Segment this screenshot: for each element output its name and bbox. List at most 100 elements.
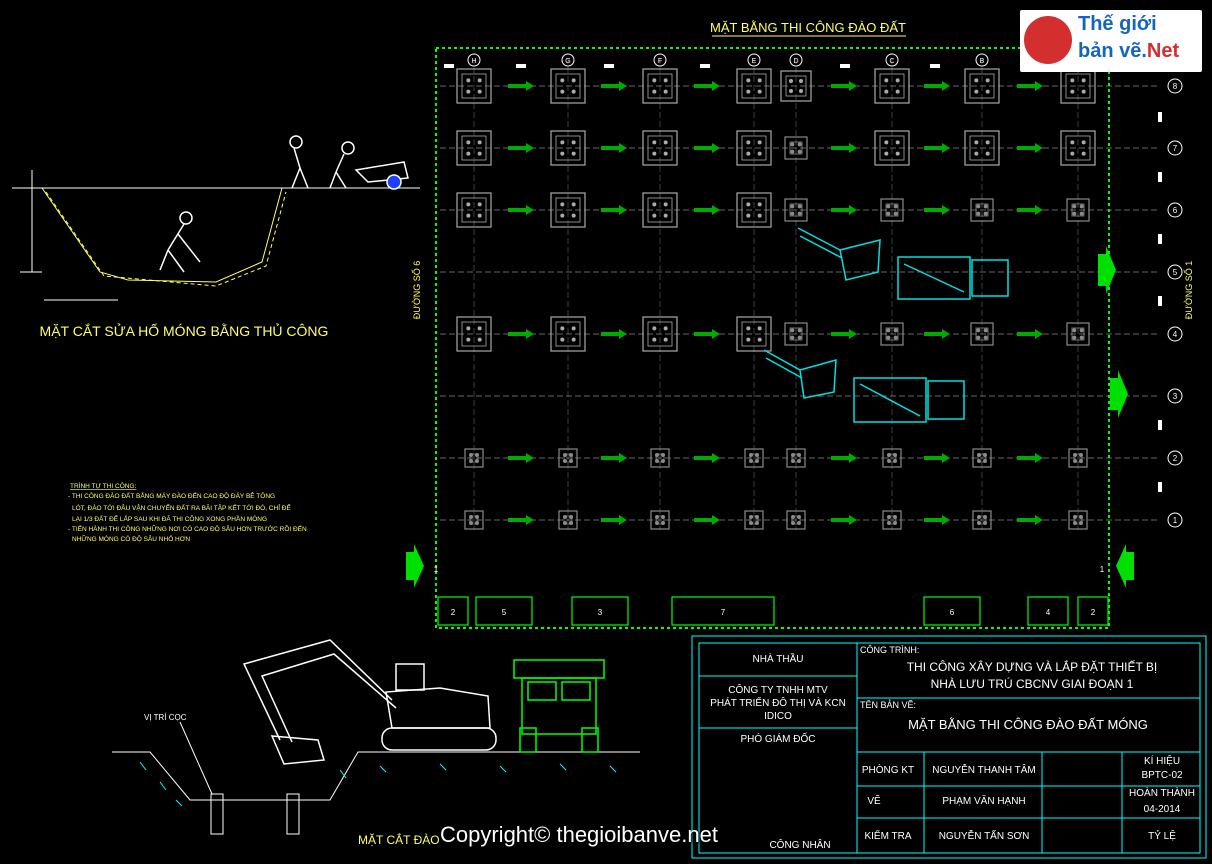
footing: [736, 192, 772, 228]
excavator-icon: [797, 227, 881, 281]
footing: [464, 510, 484, 530]
excavator-icon: [763, 349, 837, 399]
flow-arrow-icon: [1017, 453, 1043, 463]
tb-kiem-tra-name: NGUYỄN TẤN SƠN: [939, 829, 1030, 842]
footing: [642, 316, 678, 352]
tb-company-2: PHÁT TRIỂN ĐÔ THỊ VÀ KCN: [710, 696, 846, 709]
column-axis-label: D: [793, 58, 798, 65]
machine-excavation-section: VỊ TRÍ CỌC MẶT CẮT ĐÀO: [112, 639, 640, 847]
flow-arrow-icon: [601, 205, 627, 215]
flow-arrow-icon: [831, 81, 857, 91]
right-dash-markers: [1158, 112, 1162, 492]
footing: [642, 130, 678, 166]
zone-label: 2: [451, 608, 456, 617]
footing: [456, 192, 492, 228]
tb-ty-le: TỶ LỆ: [1148, 829, 1176, 842]
column-axis-marker: C: [885, 53, 899, 67]
soil-hatch: [139, 761, 617, 807]
column-axis-markers: HGFEDCBA: [467, 53, 1085, 67]
flow-arrow-icon: [694, 205, 720, 215]
row-axis-label: 6: [1173, 206, 1178, 215]
flow-arrow-icon: [1017, 329, 1043, 339]
flow-arrow-icon: [508, 143, 534, 153]
row-axis-marker: 8: [1167, 78, 1183, 94]
tb-pho-giam-doc: PHÓ GIÁM ĐỐC: [740, 731, 815, 745]
footing: [1060, 130, 1096, 166]
footing: [456, 130, 492, 166]
flow-arrow-icon: [601, 143, 627, 153]
footing: [874, 130, 910, 166]
side-marks: 1 1: [434, 565, 1105, 574]
copyright-watermark: Copyright© thegioibanve.net: [440, 822, 718, 847]
flow-arrow-icon: [1017, 81, 1043, 91]
column-axis-label: B: [980, 58, 985, 65]
worker-icon: [159, 211, 201, 273]
flow-arrow-icon: [924, 329, 950, 339]
footing: [874, 68, 910, 104]
footing: [972, 448, 992, 468]
manual-excavation-section: MẶT CẮT SỬA HỐ MÓNG BẰNG THỦ CÔNG: [12, 135, 420, 339]
flow-arrow-icon: [924, 81, 950, 91]
column-axis-marker: F: [653, 53, 667, 67]
footing: [558, 448, 578, 468]
flow-arrow-icon: [831, 205, 857, 215]
row-axis-label: 2: [1173, 454, 1178, 463]
house-icon: [1024, 16, 1072, 64]
footing: [558, 510, 578, 530]
tb-ve: VẼ: [867, 794, 881, 807]
flow-arrow-icon: [924, 453, 950, 463]
section2-title: MẶT CẮT ĐÀO: [358, 832, 440, 847]
road-right-label: ĐƯỜNG SỐ 1: [1183, 261, 1194, 319]
footing: [456, 68, 492, 104]
stockpile-zone: 2: [437, 596, 469, 626]
flow-arrow-icon: [1017, 143, 1043, 153]
footing: [882, 510, 902, 530]
row-axis-label: 5: [1173, 268, 1178, 277]
zone-label: 3: [598, 608, 603, 617]
site-logo[interactable]: Thế giới bản vẽ.Net: [1020, 10, 1202, 72]
flow-arrow-icon: [694, 81, 720, 91]
tb-cong-trinh-1: THI CÔNG XÂY DỰNG VÀ LẮP ĐẶT THIẾT BỊ: [907, 659, 1158, 674]
footing: [642, 68, 678, 104]
footing: [970, 198, 994, 222]
construction-notes: TRÌNH TỰ THI CÔNG: - THI CÔNG ĐÀO ĐẤT BẰ…: [68, 481, 307, 543]
pile-label: VỊ TRÍ CỌC: [144, 713, 187, 722]
row-axis-marker: 5: [1167, 264, 1183, 280]
flow-arrow-icon: [1017, 205, 1043, 215]
column-axis-label: C: [889, 58, 894, 65]
footing: [736, 68, 772, 104]
notes-heading: TRÌNH TỰ THI CÔNG:: [70, 481, 137, 490]
footing: [550, 316, 586, 352]
column-axis-label: H: [471, 58, 476, 65]
row-axis-marker: 7: [1167, 140, 1183, 156]
flow-arrow-icon: [1017, 515, 1043, 525]
footing: [882, 448, 902, 468]
dump-truck-icon: [513, 659, 605, 753]
tb-ten-ban-ve-label: TÊN BẢN VẼ:: [860, 699, 916, 710]
flow-arrow-icon: [694, 453, 720, 463]
footing: [780, 70, 812, 102]
wheelbarrow-icon: [354, 161, 409, 190]
footing: [650, 510, 670, 530]
stockpile-zone: 4: [1027, 596, 1069, 626]
excavator-icon: [242, 639, 497, 765]
tb-kiem-tra: KIỂM TRA: [864, 829, 911, 842]
row-axis-marker: 6: [1167, 202, 1183, 218]
plan-title: MẶT BẰNG THI CÔNG ĐÀO ĐẤT: [710, 20, 906, 35]
column-axis-marker: E: [747, 53, 761, 67]
note-line: - THI CÔNG ĐÀO ĐẤT BẰNG MÁY ĐÀO ĐẾN CAO …: [68, 490, 275, 500]
pile: [286, 793, 300, 835]
title-block: [691, 635, 1207, 859]
tb-ten-ban-ve: MẶT BẰNG THI CÔNG ĐÀO ĐẤT MÓNG: [908, 717, 1148, 732]
column-axis-label: E: [752, 58, 757, 65]
worker-icon: [289, 135, 309, 189]
row-axis-marker: 4: [1167, 326, 1183, 342]
row-axis-marker: 2: [1167, 450, 1183, 466]
row-axis-marker: 1: [1167, 512, 1183, 528]
zone-label: 4: [1046, 608, 1051, 617]
worker-icon: [329, 141, 355, 189]
note-line: LẠI 1/3 ĐẤT ĐỂ LẤP SAU KHI ĐÃ THI CÔNG X…: [72, 513, 267, 523]
footing: [744, 510, 764, 530]
footing: [1068, 448, 1088, 468]
